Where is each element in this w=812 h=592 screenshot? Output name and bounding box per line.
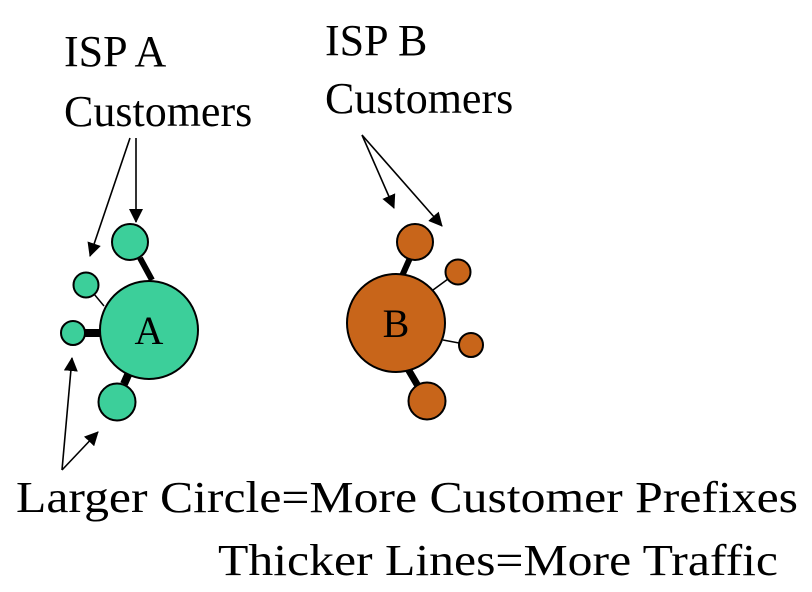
isp-b-customer-upper-right — [444, 258, 472, 286]
isp-a-customer-top — [111, 223, 149, 261]
isp-a-customer-upper-left — [72, 271, 100, 299]
arrow-isp-b-to-top-customer — [361, 134, 396, 209]
link-b-upper-right — [432, 278, 449, 291]
isp-b-customers-label: Customers — [325, 74, 513, 123]
link-b-right — [442, 339, 460, 344]
isp-b-node-label: B — [383, 301, 410, 346]
isp-b-customer-right — [458, 332, 484, 358]
link-a-top — [137, 256, 155, 282]
isp-b-links — [399, 256, 460, 388]
arrow-isp-a-to-upper-left-customer — [87, 137, 131, 257]
annotation-arrows — [61, 134, 443, 471]
link-a-upper-left — [93, 293, 105, 307]
isp-a-node-label: A — [135, 308, 164, 353]
link-b-top — [399, 256, 413, 278]
isp-a-customer-bottom — [97, 382, 137, 422]
isp-b-cluster — [346, 223, 484, 421]
isp-b-customer-bottom — [407, 381, 447, 421]
isp-a-cluster — [60, 223, 199, 422]
isp-b-customer-top — [396, 223, 434, 261]
arrow-legend-to-bottom-customer — [61, 431, 99, 471]
arrow-legend-to-left-customer — [61, 357, 78, 471]
legend-circle-size: Larger Circle=More Customer Prefixes — [16, 473, 798, 522]
arrow-isp-b-to-right-customer — [361, 134, 443, 227]
isp-a-customers-label: Customers — [64, 87, 252, 136]
isp-a-node — [99, 280, 199, 380]
link-b-bottom — [404, 367, 422, 388]
legend-line-thickness: Thicker Lines=More Traffic — [218, 536, 778, 585]
isp-b-label: ISP B — [325, 16, 427, 65]
isp-a-label: ISP A — [64, 27, 167, 76]
isp-b-node — [346, 273, 446, 373]
isp-a-customer-left — [60, 320, 86, 346]
